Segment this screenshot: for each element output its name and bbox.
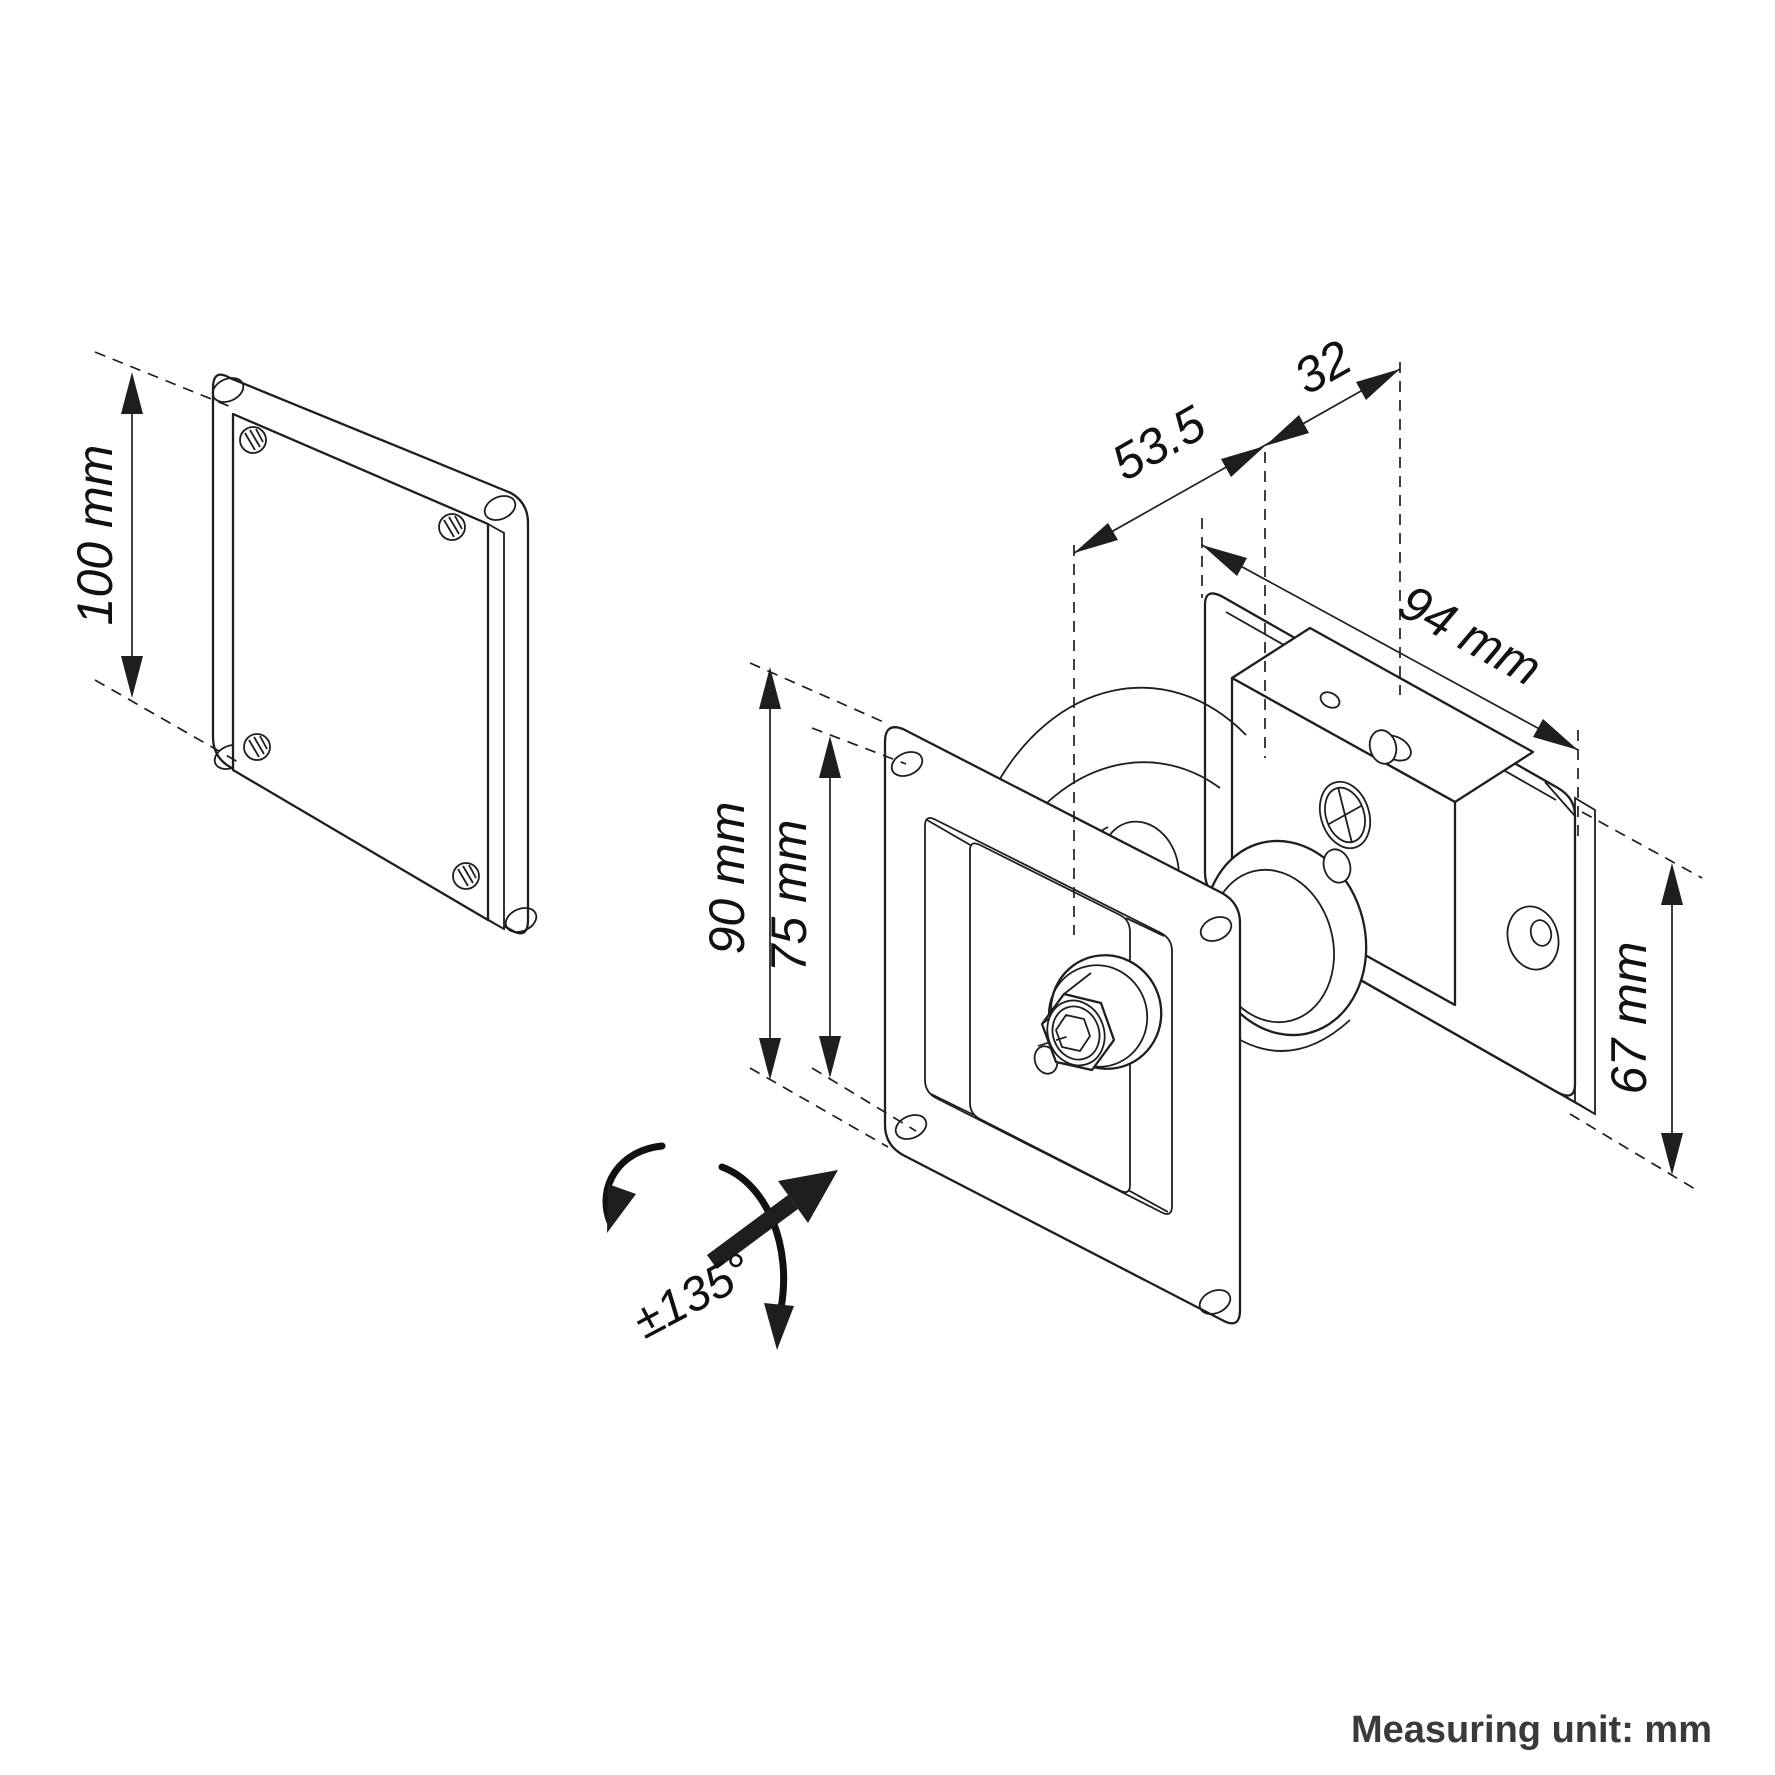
wall-plate-hole-countersunk [1506,905,1560,971]
arrowhead-icon [819,736,841,778]
wall-plate-corner-chamfer [1544,781,1576,817]
dim-90mm-label: 90 mm [699,802,755,955]
phillips-screw [1318,780,1372,884]
dim-90mm: 90 mm [699,662,889,1148]
front-plate-corner-hole [894,1114,928,1140]
adapter-inner-plate [231,412,490,922]
dim-67mm-extension-bottom [1569,1113,1701,1193]
clamp-hole-small [1319,691,1341,709]
arrowhead-icon [759,1038,781,1080]
arrowhead-icon [1533,719,1578,750]
front-plate-corner-hole [1199,916,1233,942]
adapter-corner-hole [211,377,245,403]
dim-75mm-extension-bottom [811,1067,917,1132]
recess-corner-line [930,1093,975,1116]
arrowhead-icon [607,1184,636,1233]
front-plate-corner-hole [1198,1289,1232,1315]
dim-75mm-label: 75 mm [761,820,817,973]
adapter-inner-plate-side [487,522,505,931]
rotation-axis-arrow-shaft [707,1195,798,1269]
dim-75mm: 75 mm [761,727,917,1132]
front-plate-recess-outer [924,817,1173,1215]
wall-plate-hole [1368,729,1398,765]
measuring-unit-note: Measuring unit: mm [1351,1709,1712,1751]
front-plate-corner-hole [890,751,924,777]
vesa-100-adapter-plate [211,373,538,935]
wall-plate-side [1574,796,1596,1116]
rotation-range-label: ±135° [625,1243,761,1349]
dim-67mm: 67 mm [1569,811,1703,1193]
arrowhead-icon [121,656,143,698]
wall-plate-hole-countersunk-inner [1529,919,1553,947]
rotation-range-annotation: ±135° [602,1142,838,1350]
arrowhead-icon [1265,415,1309,446]
adapter-corner-hole [504,907,538,933]
nut-face-rim [1051,1005,1101,1061]
rotation-arc-left [602,1142,666,1226]
bracket-arch-outer [991,687,1247,794]
dim-100mm-extension-top [94,351,237,410]
phillips-screw-rim [1324,786,1366,844]
nut-face [1046,999,1106,1067]
arrowhead-icon [759,667,781,709]
dim-53-5-label: 53.5 [1102,395,1214,492]
dim-90mm-extension-top [749,662,889,725]
dim-94mm-label: 94 mm [1390,574,1551,697]
nut-axis-line [1037,1034,1073,1047]
arrowhead-icon [1074,523,1118,553]
arrowhead-icon [778,1170,838,1223]
dim-100mm-extension-bottom [94,679,239,763]
hex-nut [1037,954,1163,1072]
arrowhead-icon [819,1036,841,1078]
arrowhead-icon [1202,545,1247,576]
dim-75mm-extension-top [811,727,907,765]
arrowhead-icon [764,1303,794,1350]
dim-100mm-label: 100 mm [67,445,123,626]
dim-67mm-label: 67 mm [1601,942,1657,1095]
arrowhead-icon [1221,446,1265,477]
nut-hex-socket [1055,1014,1091,1052]
arrowhead-icon [1661,1133,1683,1175]
arrowhead-icon [1356,369,1400,400]
recess-corner-line [1127,1189,1169,1213]
clamp-screw-hole [1322,848,1352,884]
nut-facet-line [1063,972,1092,995]
dim-32-label: 32 [1285,329,1361,405]
dim-94mm-line [1201,544,1579,751]
dim-90mm-extension-bottom [749,1067,889,1148]
phillips-cross-icon [1337,786,1353,844]
arrowhead-icon [1661,863,1683,905]
dim-67mm-extension-top [1581,811,1703,879]
recess-corner-line [926,819,973,847]
arrowhead-icon [121,372,143,414]
front-plate-recess-floor [969,842,1131,1194]
dim-100mm: 100 mm [67,351,239,763]
recess-corner-line [1125,917,1165,937]
adapter-corner-hole [483,495,517,521]
